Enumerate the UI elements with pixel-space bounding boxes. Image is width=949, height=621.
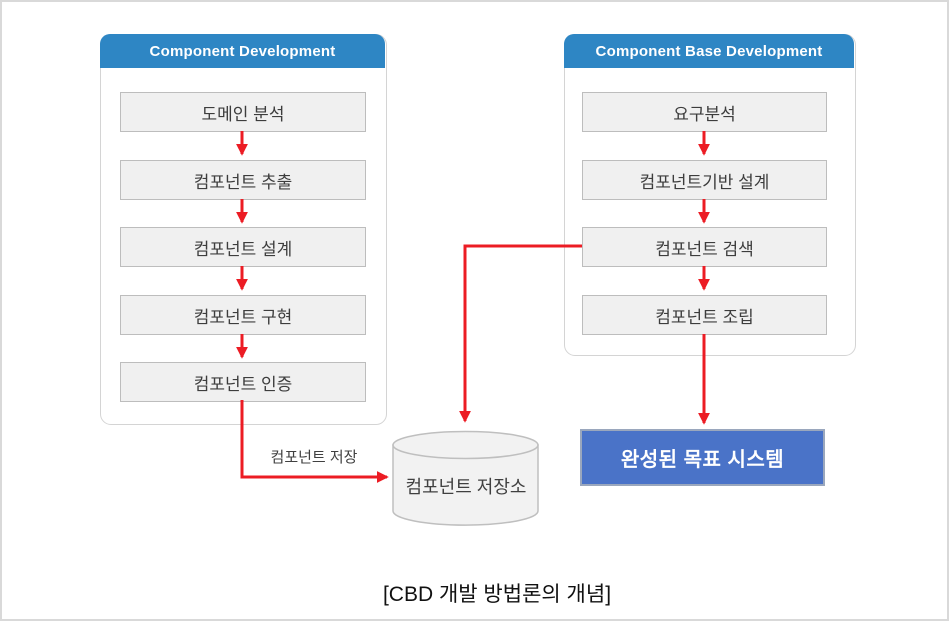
step-component-search: 컴포넌트 검색: [582, 227, 827, 267]
step-component-extraction: 컴포넌트 추출: [120, 160, 366, 200]
repository-label: 컴포넌트 저장소: [405, 476, 527, 497]
diagram-caption: [CBD 개발 방법론의 개념]: [382, 583, 612, 606]
target-system-box: 완성된 목표 시스템: [580, 429, 825, 486]
step-requirements-analysis: 요구분석: [582, 92, 827, 132]
target-system-label: 완성된 목표 시스템: [620, 449, 785, 471]
step-component-certification: 컴포넌트 인증: [120, 362, 366, 402]
step-component-implementation: 컴포넌트 구현: [120, 295, 366, 335]
step-component-design: 컴포넌트 설계: [120, 227, 366, 267]
repository-cylinder: [392, 430, 540, 527]
cylinder-shape: [392, 430, 539, 526]
step-component-based-design: 컴포넌트기반 설계: [582, 160, 827, 200]
component-development-header: Component Development: [100, 34, 385, 68]
component-base-development-title: Component Base Development: [595, 42, 823, 60]
step-domain-analysis: 도메인 분석: [120, 92, 366, 132]
step-component-assembly: 컴포넌트 조립: [582, 295, 827, 335]
store-arrow-label: 컴포넌트 저장: [270, 449, 358, 466]
component-base-development-header: Component Base Development: [564, 34, 854, 68]
component-development-title: Component Development: [149, 42, 336, 60]
